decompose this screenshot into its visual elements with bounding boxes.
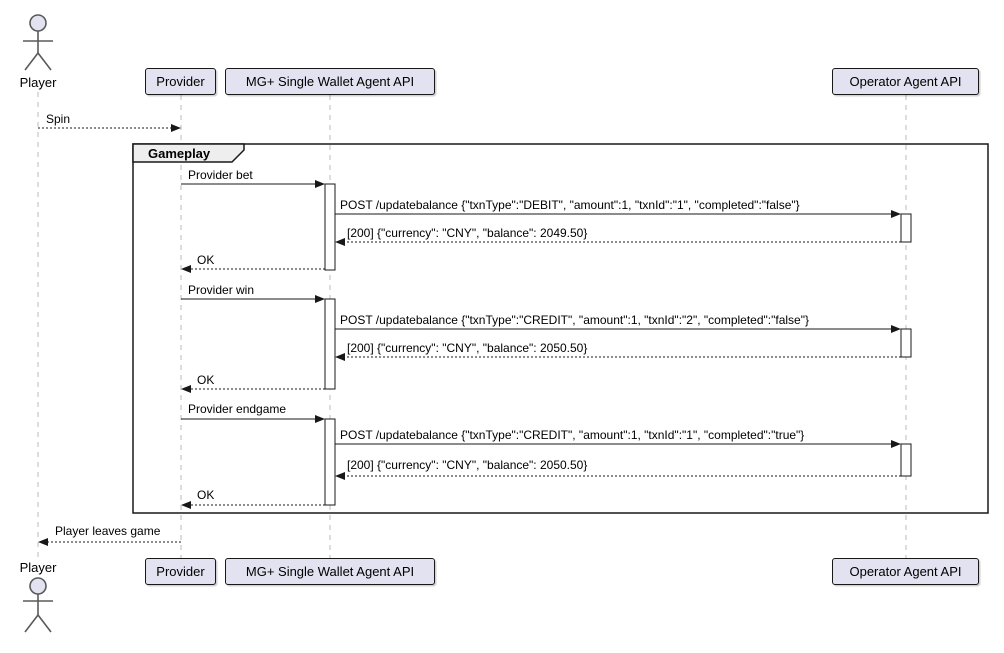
activation-operator-win: [900, 328, 912, 358]
message-label-post-endgame: POST /updatebalance {"txnType":"CREDIT",…: [340, 428, 805, 442]
message-arrow-response-win: [335, 353, 901, 361]
frame-label-gameplay: Gameplay: [148, 146, 211, 161]
message-label-response-bet: [200] {"currency": "CNY", "balance": 204…: [347, 226, 588, 240]
actor-label-player-top: Player: [19, 75, 57, 90]
message-label-ok-bet: OK: [197, 253, 215, 267]
actor-figure-bottom: [23, 577, 53, 633]
gameplay-frame: [132, 143, 989, 514]
message-arrow-post-win: [335, 325, 901, 333]
actor-label-player-bottom: Player: [19, 560, 57, 575]
message-label-response-win: [200] {"currency": "CNY", "balance": 205…: [347, 341, 588, 355]
message-arrow-ok-win: [181, 385, 325, 393]
message-label-player-leaves: Player leaves game: [55, 524, 161, 538]
message-label-ok-endgame: OK: [197, 488, 215, 502]
message-label-post-bet: POST /updatebalance {"txnType":"DEBIT", …: [340, 198, 800, 212]
message-arrow-ok-endgame: [181, 501, 325, 509]
message-label-spin: Spin: [46, 112, 71, 126]
message-arrow-post-bet: [335, 210, 901, 218]
participant-provider-top: Provider: [145, 68, 216, 95]
message-arrow-player-leaves: [38, 538, 181, 546]
message-arrow-provider-win: [181, 295, 325, 303]
message-arrow-provider-endgame: [181, 415, 325, 423]
message-label-ok-win: OK: [197, 373, 215, 387]
message-arrow-spin: [38, 124, 181, 132]
message-label-provider-endgame: Provider endgame: [188, 402, 287, 416]
message-label-response-endgame: [200] {"currency": "CNY", "balance": 205…: [347, 458, 588, 472]
message-label-provider-bet: Provider bet: [188, 168, 253, 182]
message-label-provider-win: Provider win: [188, 283, 255, 297]
participant-wallet-bottom: MG+ Single Wallet Agent API: [225, 558, 435, 585]
message-arrow-response-bet: [335, 238, 901, 246]
activation-operator-bet: [900, 213, 912, 243]
activation-bars: [324, 183, 912, 506]
activation-operator-endgame: [900, 443, 912, 477]
activation-wallet-bet: [324, 183, 336, 271]
activation-wallet-endgame: [324, 418, 336, 506]
message-arrow-response-endgame: [335, 472, 901, 480]
participant-wallet-top: MG+ Single Wallet Agent API: [225, 68, 435, 95]
participant-operator-top: Operator Agent API: [832, 68, 979, 95]
actor-figure-top: [23, 14, 53, 71]
message-arrow-provider-bet: [181, 180, 325, 188]
participant-provider-bottom: Provider: [145, 558, 216, 585]
message-label-post-win: POST /updatebalance {"txnType":"CREDIT",…: [340, 313, 809, 327]
participant-operator-bottom: Operator Agent API: [832, 558, 979, 585]
message-arrow-post-endgame: [335, 440, 901, 448]
activation-wallet-win: [324, 298, 336, 390]
message-arrow-ok-bet: [181, 265, 325, 273]
